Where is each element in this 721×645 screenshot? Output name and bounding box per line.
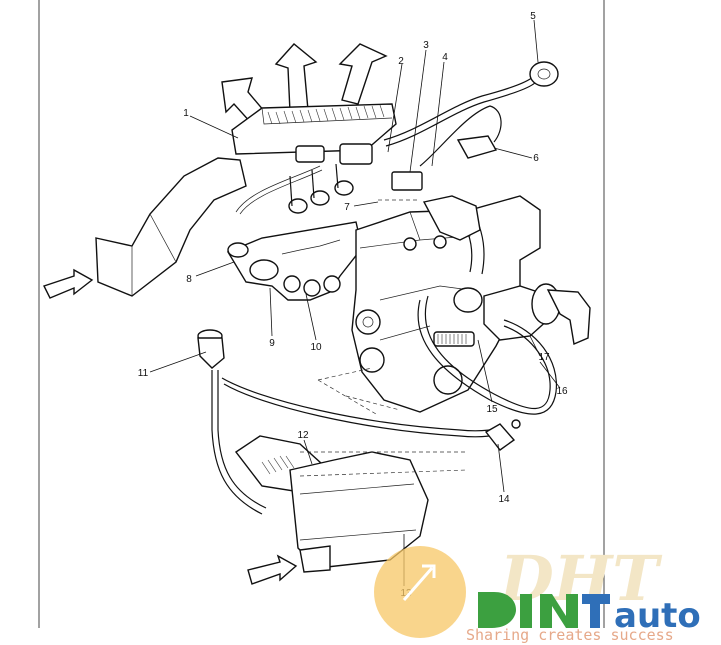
watermark-brand-small: auto xyxy=(614,596,701,636)
upper-hoses xyxy=(391,105,502,241)
dashed-guide-lines xyxy=(299,199,468,477)
callout-10: 10 xyxy=(310,342,322,353)
watermark-arrow-icon xyxy=(402,564,436,601)
engine-block xyxy=(351,195,541,413)
callout-15: 15 xyxy=(486,404,498,415)
intake-manifold xyxy=(226,221,363,301)
callout-8: 8 xyxy=(186,274,192,285)
air-inlet-duct xyxy=(43,157,247,299)
callout-16: 16 xyxy=(556,386,568,397)
air-cleaner xyxy=(197,329,501,515)
callout-4: 4 xyxy=(442,52,448,63)
intake-pipes xyxy=(235,163,354,215)
callout-2: 2 xyxy=(398,56,404,67)
callout-11: 11 xyxy=(138,368,149,379)
intercooler xyxy=(231,103,397,165)
callout-5: 5 xyxy=(530,11,536,22)
callout-6: 6 xyxy=(533,153,539,164)
callout-12: 12 xyxy=(297,430,309,441)
callout-7: 7 xyxy=(344,202,350,213)
callout-1: 1 xyxy=(183,108,189,119)
callout-3: 3 xyxy=(423,40,429,51)
callout-9: 9 xyxy=(269,338,275,349)
lower-air-box xyxy=(234,435,429,585)
vacuum-line-to-5 xyxy=(383,61,559,147)
airflow-arrows-top xyxy=(221,43,388,125)
oil-return-line xyxy=(417,295,558,415)
watermark: DHT auto Sharing creates success xyxy=(374,542,701,644)
turbocharger xyxy=(453,283,591,345)
callout-14: 14 xyxy=(498,494,510,505)
watermark-slogan: Sharing creates success xyxy=(466,626,674,644)
watermark-circle xyxy=(374,546,466,638)
callout-17: 17 xyxy=(538,352,550,363)
watermark-logo-mark xyxy=(478,592,610,628)
hose-connector-14 xyxy=(484,419,521,451)
